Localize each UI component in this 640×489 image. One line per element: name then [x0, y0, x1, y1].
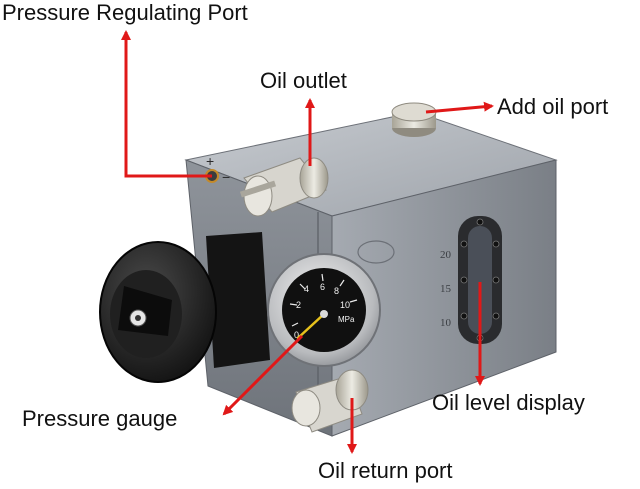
oil-outlet-fitting [239, 157, 329, 217]
gauge-mark-10: 10 [340, 300, 350, 310]
callout-arrows [121, 30, 494, 454]
arrow-pressure-gauge [222, 334, 304, 416]
gauge-mark-6: 6 [320, 282, 325, 292]
label-oil-return-port: Oil return port [318, 458, 453, 483]
pressure-regulating-knob [99, 232, 270, 383]
gauge-mark-0: 0 [294, 330, 299, 340]
add-oil-port-cap [391, 102, 437, 137]
label-oil-level-display: Oil level display [432, 390, 585, 415]
gauge-mark-4: 4 [304, 284, 309, 294]
gauge-mark-8: 8 [334, 286, 339, 296]
arrow-pressure-regulating-port [121, 30, 212, 178]
gauge-needle [296, 312, 326, 340]
gauge-mark-2: 2 [296, 300, 301, 310]
housing-logo [357, 240, 395, 264]
sight-glass-window [468, 226, 492, 334]
label-pressure-regulating-port: Pressure Regulating Port [2, 0, 248, 25]
sight-glass-mark-20: 20 [440, 249, 452, 261]
pressure-gauge: 0 2 4 6 8 10 MPa [267, 253, 381, 367]
panel-mark-plus: + [206, 153, 214, 169]
label-add-oil-port: Add oil port [497, 94, 609, 119]
panel-mark-minus: − [222, 169, 230, 185]
oil-return-port-fitting [291, 369, 369, 433]
gauge-ticks [289, 273, 358, 327]
oil-level-sight-glass: 20 15 10 [440, 216, 502, 344]
label-oil-outlet: Oil outlet [260, 68, 347, 93]
sight-glass-mark-15: 15 [440, 283, 452, 295]
arrow-add-oil-port [425, 101, 494, 114]
label-pressure-gauge: Pressure gauge [22, 406, 178, 431]
gauge-hub [320, 310, 328, 318]
gauge-unit: MPa [338, 315, 355, 324]
sight-glass-mark-10: 10 [440, 317, 452, 329]
